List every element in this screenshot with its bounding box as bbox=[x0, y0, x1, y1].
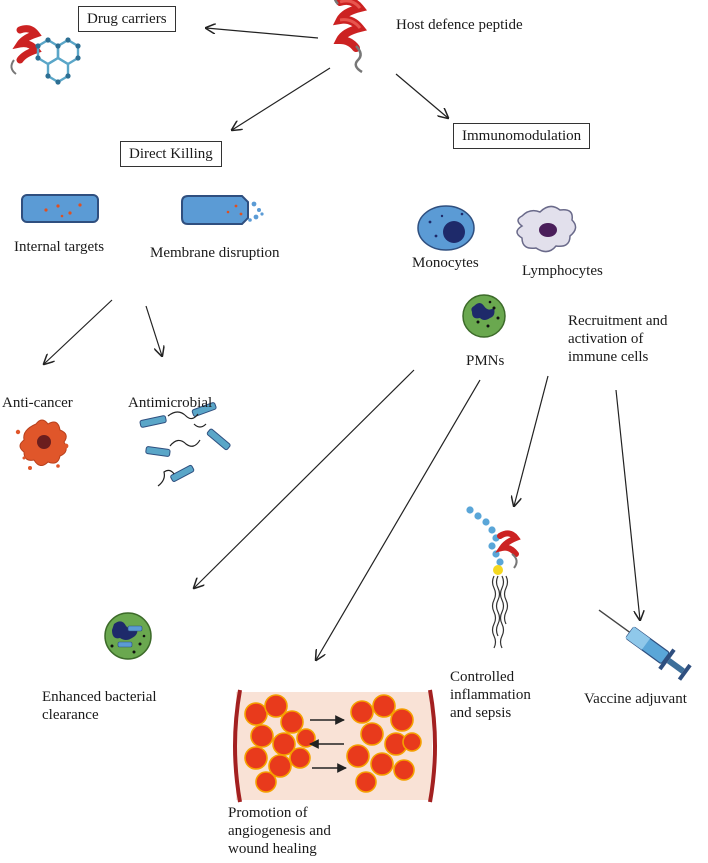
arrow-to-angiogenesis bbox=[316, 379, 481, 660]
label-recruitment-line-1: Recruitment and bbox=[568, 313, 668, 329]
box-drug-carriers: Drug carriers bbox=[78, 6, 176, 32]
arrow-to-immunomodulation bbox=[395, 73, 448, 118]
label-inflammation-line-3: and sepsis bbox=[450, 705, 512, 721]
arrows bbox=[44, 28, 640, 660]
arrow-to-vaccine bbox=[615, 389, 640, 620]
pmn-engulfing-icon bbox=[104, 612, 152, 660]
label-lymphocytes: Lymphocytes bbox=[522, 263, 603, 279]
drug-molecule-icon bbox=[10, 25, 81, 85]
peptide-helix-icon bbox=[332, 0, 368, 74]
cancer-cell-icon bbox=[15, 419, 69, 470]
box-direct-killing: Direct Killing bbox=[120, 141, 222, 167]
label-angiogenesis-line-1: Promotion of bbox=[228, 805, 308, 821]
label-membrane-disruption: Membrane disruption bbox=[150, 245, 280, 261]
bacterium-internal-icon bbox=[21, 194, 99, 223]
syringe-icon bbox=[598, 609, 692, 681]
label-monocytes: Monocytes bbox=[412, 255, 479, 271]
label-antimicrobial: Antimicrobial bbox=[128, 395, 213, 411]
label-angiogenesis-line-3: wound healing bbox=[228, 841, 317, 857]
label-inflammation-line-1: Controlled bbox=[450, 669, 515, 685]
label-anti-cancer: Anti-cancer bbox=[2, 395, 73, 411]
wound-tissue-icon bbox=[233, 689, 437, 803]
label-enhanced-clearance-line-2: clearance bbox=[42, 707, 99, 723]
label-internal-targets: Internal targets bbox=[14, 239, 105, 255]
label-enhanced-clearance-line-1: Enhanced bacterial bbox=[42, 689, 157, 705]
pmn-icon bbox=[462, 294, 506, 338]
arrow-to-direct-killing bbox=[232, 67, 331, 130]
label-inflammation-line-2: inflammation bbox=[450, 687, 531, 703]
label-pmns: PMNs bbox=[466, 353, 505, 369]
antimicrobial-bacteria-icon bbox=[139, 402, 231, 487]
label-recruitment-line-2: activation of bbox=[568, 331, 644, 347]
arrow-to-drug-carriers bbox=[206, 28, 319, 39]
box-immunomodulation: Immunomodulation bbox=[453, 123, 591, 149]
lipopolysaccharide-icon bbox=[466, 506, 521, 649]
monocyte-icon bbox=[417, 205, 475, 251]
arrow-to-anti-cancer bbox=[44, 299, 113, 364]
arrow-to-antimicrobial bbox=[145, 305, 162, 356]
arrow-to-enhanced-clearance bbox=[194, 369, 415, 588]
lymphocyte-icon bbox=[516, 205, 577, 253]
label-vaccine-adjuvant: Vaccine adjuvant bbox=[584, 691, 687, 707]
label-host-defence-peptide: Host defence peptide bbox=[396, 17, 523, 33]
bacterium-disrupted-icon bbox=[181, 195, 264, 225]
label-angiogenesis-line-2: angiogenesis and bbox=[228, 823, 331, 839]
arrow-to-inflammation bbox=[514, 375, 549, 506]
label-recruitment-line-3: immune cells bbox=[568, 349, 649, 365]
